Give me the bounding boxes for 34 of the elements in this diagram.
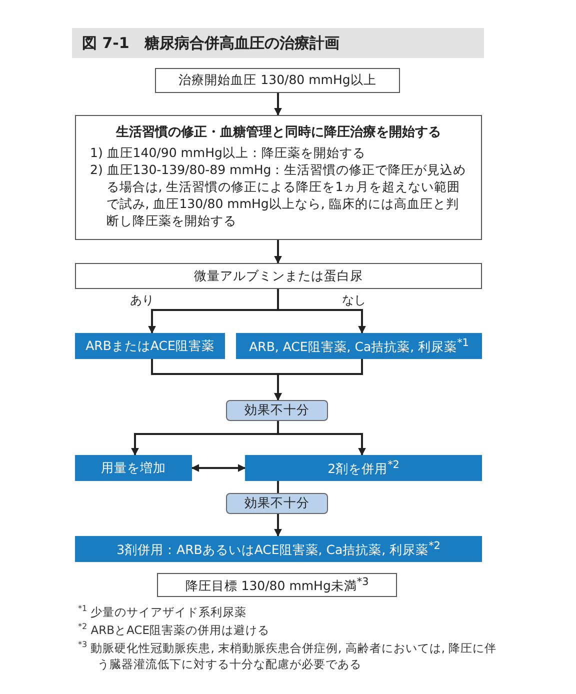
arrow [274,359,363,401]
treatment-box [75,455,192,481]
arrow [277,289,366,334]
treatment-box [75,536,482,562]
list-item: 1) 血圧140/90 mmHg以上：降圧薬を開始する [90,145,366,162]
treatment-box [236,333,482,359]
box-label: 用量を増加 [101,460,166,476]
treatment-box [245,455,482,481]
footnote: $^{*2}$ ARBとACE阻害薬の併用は避ける [78,621,270,638]
process-box [75,263,482,289]
figure-title: 図 7-1 糖尿病合併高血圧の治療計画 [72,28,484,58]
box-label: 3剤併用：ARBあるいはACE阻害薬, Ca拮抗薬, 利尿薬$^{*2}$ [116,540,440,558]
process-box [155,68,400,93]
arrow [274,240,282,264]
box-label: 降圧目標 130/80 mmHg未満$^{*3}$ [185,576,369,594]
treatment-box [75,333,225,359]
box-label: ARBまたはACE阻害薬 [86,338,214,354]
footnote: $^{*3}$ 動脈硬化性冠動脈疾患, 末梢動脈疾患合併症例, 高齢者においては, 降圧に伴う臓器灌流低下に対する十分な配慮が必要である [78,639,498,672]
box-heading: 生活習慣の修正・血糖管理と同時に降圧治療を開始する [114,125,442,142]
box-label: 治療開始血圧 130/80 mmHg以上 [178,72,376,89]
instruction-box [75,115,482,240]
box-label: 効果不十分 [244,495,310,512]
process-box [157,573,397,597]
box-label: ARB, ACE阻害薬, Ca拮抗薬, 利尿薬$^{*1}$ [249,336,469,356]
arrow [191,464,246,472]
result-box [226,400,328,421]
box-label: 2剤を併用$^{*2}$ [328,458,400,478]
arrow [274,93,282,116]
box-label: 効果不十分 [244,402,310,419]
result-box [226,493,328,514]
list-item: 2) 血圧130-139/80-89 mmHg：生活習慣の修正で降圧が見込める場合は, 生活習慣の修正による降圧を1ヵ月を超えない範囲で試み, 血圧130/80 mmHg以上なら, 臨床的には高血圧と判断し降圧薬を開始する [90,162,467,230]
footnote: $^{*1}$ 少量のサイアザイド系利尿薬 [78,603,248,620]
box-label: 微量アルブミンまたは蛋白尿 [194,268,363,284]
arrow [274,514,282,537]
